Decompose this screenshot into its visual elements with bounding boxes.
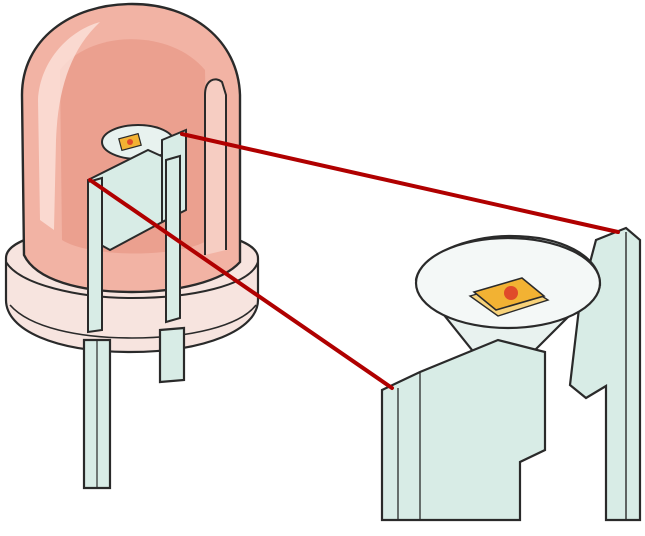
led-small-chip-dot <box>127 139 133 145</box>
led-dome-inner-rod <box>205 79 226 255</box>
enlarged-detail <box>382 228 640 520</box>
detail-lead-frame <box>382 340 545 520</box>
led-package <box>6 4 258 488</box>
led-inner-lead-left <box>88 178 102 332</box>
callout-line-upper <box>182 134 618 232</box>
detail-chip-dot <box>504 286 518 300</box>
led-lead-right <box>160 328 184 382</box>
